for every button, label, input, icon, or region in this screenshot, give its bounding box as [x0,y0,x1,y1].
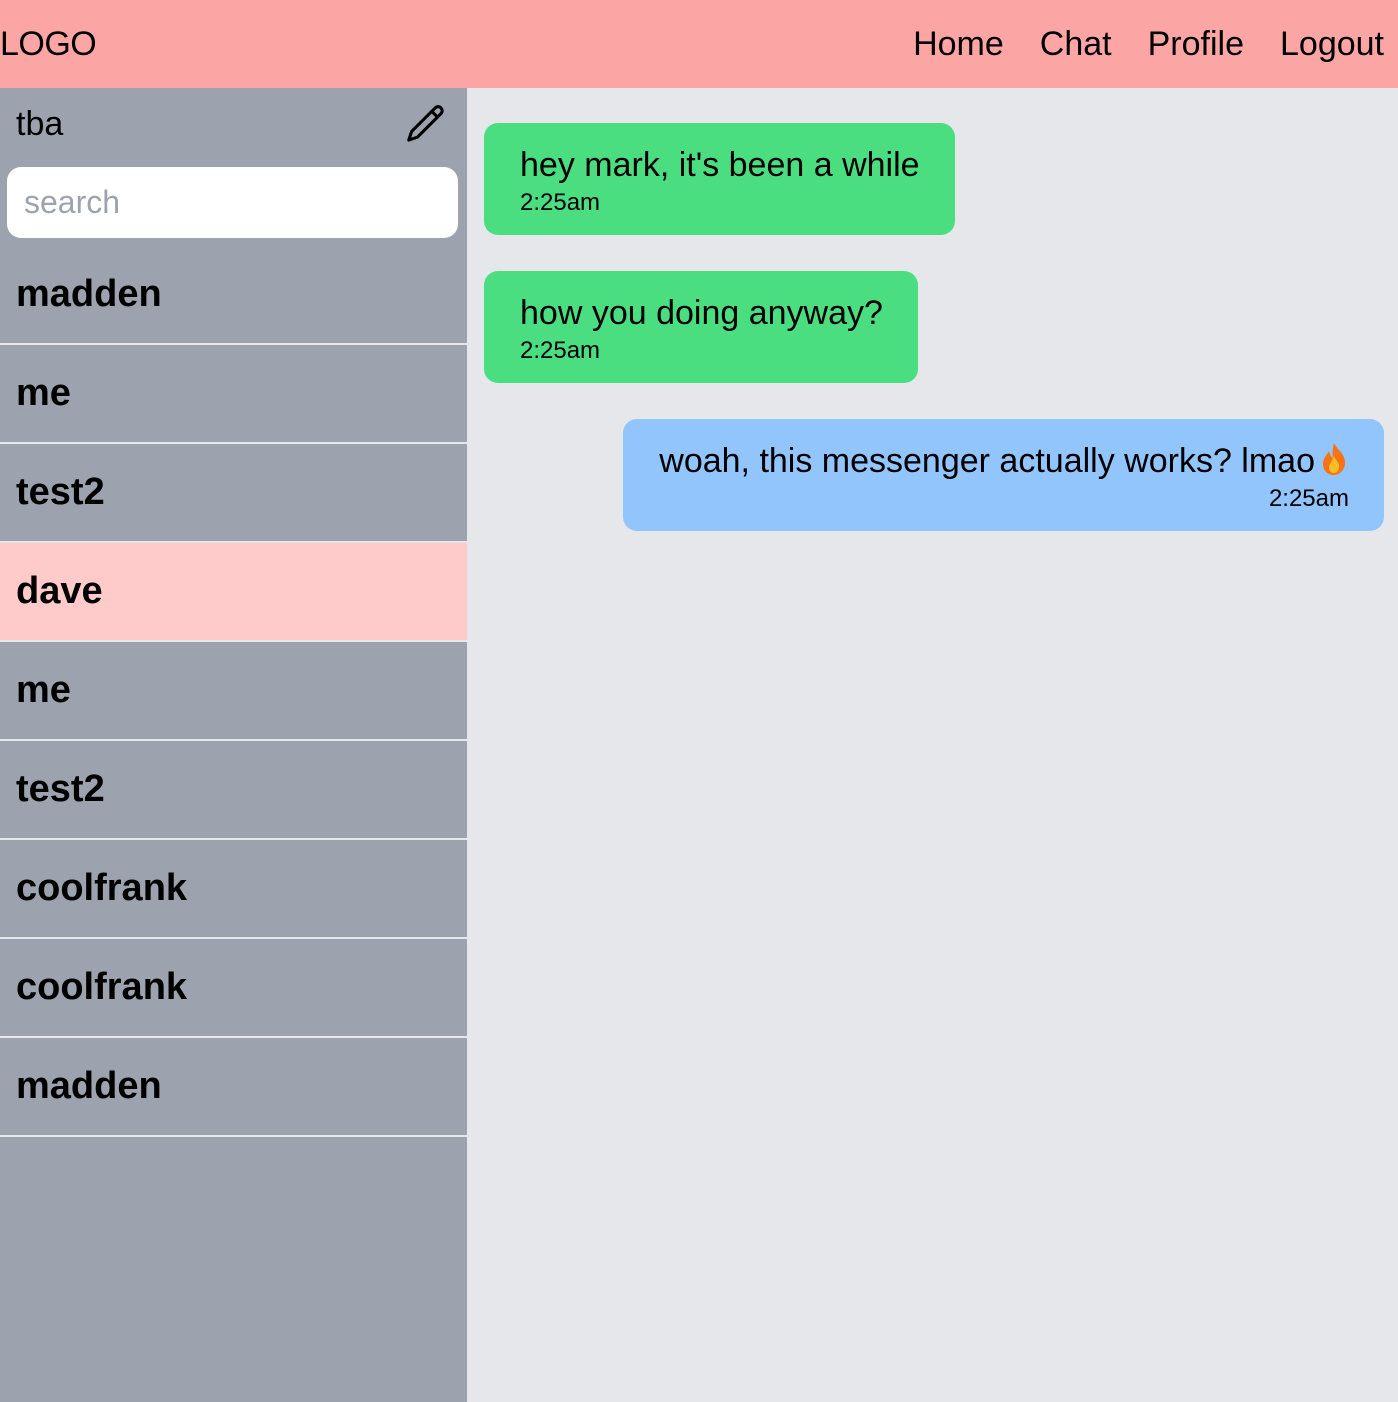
nav-logout-link[interactable]: Logout [1280,24,1384,63]
message-incoming: how you doing anyway? 2:25am [484,271,918,383]
contact-name: coolfrank [16,966,188,1008]
message-time: 2:25am [520,337,601,364]
contact-list: madden me test2 dave me test2 coolfrank … [0,246,467,1137]
fire-icon [1323,443,1346,475]
chat-panel: hey mark, it's been a while 2:25am how y… [467,88,1398,1402]
contact-name: coolfrank [16,867,188,909]
message-text: woah, this messenger actually works? lma… [659,442,1315,480]
contact-item-madden[interactable]: madden [0,1038,467,1137]
contact-item-madden[interactable]: madden [0,246,467,345]
top-navbar: LOGO Home Chat Profile Logout [0,0,1398,88]
contact-item-me[interactable]: me [0,642,467,741]
logo[interactable]: LOGO [0,24,97,63]
contact-name: me [16,669,71,711]
nav-chat-link[interactable]: Chat [1039,24,1112,63]
sidebar-title: tba [16,104,64,143]
contact-item-dave[interactable]: dave [0,543,467,642]
sidebar-header: tba [0,88,467,160]
message-time: 2:25am [520,189,601,216]
search-input[interactable] [7,167,458,238]
contact-name: me [16,372,71,414]
message-text: how you doing anyway? [520,294,883,332]
contact-name: test2 [16,471,105,513]
pencil-icon[interactable] [403,101,449,147]
contact-item-test2[interactable]: test2 [0,741,467,840]
contact-item-test2[interactable]: test2 [0,444,467,543]
conversation-sidebar: tba madden me test2 dave me test2 coolfr… [0,88,467,1402]
contact-name: test2 [16,768,105,810]
contact-name: madden [16,1065,162,1107]
message-text-row: woah, this messenger actually works? lma… [659,441,1349,481]
message-text: hey mark, it's been a while [520,146,920,184]
contact-item-me[interactable]: me [0,345,467,444]
message-time: 2:25am [1268,485,1349,512]
contact-item-coolfrank[interactable]: coolfrank [0,939,467,1038]
contact-name: dave [16,570,103,612]
nav-links: Home Chat Profile Logout [877,25,1398,64]
message-incoming: hey mark, it's been a while 2:25am [484,123,955,235]
contact-item-coolfrank[interactable]: coolfrank [0,840,467,939]
search-wrapper [0,160,467,238]
nav-profile-link[interactable]: Profile [1147,24,1244,63]
contact-name: madden [16,273,162,315]
nav-home-link[interactable]: Home [913,24,1004,63]
message-outgoing: woah, this messenger actually works? lma… [623,419,1384,531]
